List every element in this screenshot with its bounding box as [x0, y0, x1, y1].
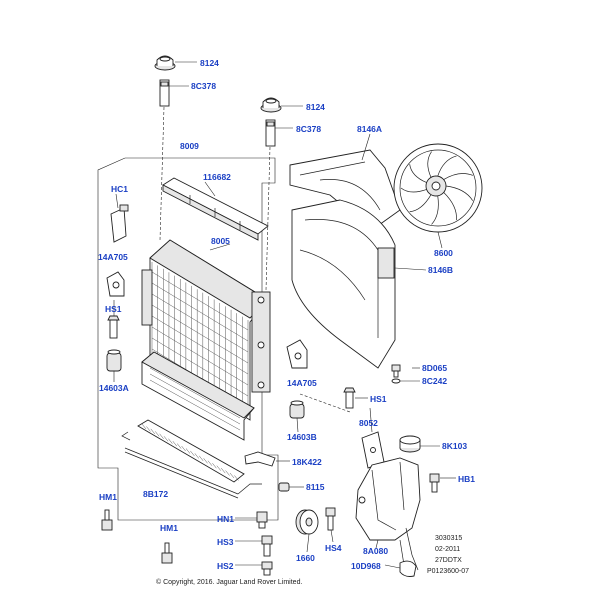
callout-8005: 8005 [211, 236, 230, 246]
callout-8k103: 8K103 [442, 441, 467, 451]
lower-insulator-left [106, 349, 122, 372]
hose-clip [399, 560, 417, 577]
upper-mount-pin-b [265, 119, 276, 147]
bolt-hs1-left [107, 315, 120, 339]
upper-mount-insulator-b [260, 97, 282, 113]
upper-mount-insulator-a [154, 55, 176, 71]
bolt-hs2 [261, 561, 273, 576]
callout-8c242: 8C242 [422, 376, 447, 386]
mount-14a705-left [106, 271, 125, 297]
callout-8c378-a: 8C378 [191, 81, 216, 91]
callout-8146a: 8146A [357, 124, 382, 134]
fan-cowl-lower [291, 199, 396, 369]
callout-hm1-left: HM1 [99, 492, 117, 502]
callout-8a080: 8A080 [363, 546, 388, 556]
lower-cooler [121, 419, 262, 499]
callout-8009: 8009 [180, 141, 199, 151]
intercooler [141, 351, 255, 441]
callout-8600: 8600 [434, 248, 453, 258]
reference-line-3: 27DDTX [435, 557, 462, 564]
mount-14a705-right [286, 339, 308, 369]
callout-14a705-left: 14A705 [98, 252, 128, 262]
bolt-hs3 [261, 535, 273, 557]
callout-1660: 1660 [296, 553, 315, 563]
bolt-hn1 [256, 511, 268, 529]
callout-8115: 8115 [306, 482, 325, 492]
pulley-1660 [295, 509, 319, 535]
copyright-notice: © Copyright, 2016. Jaguar Land Rover Lim… [156, 578, 302, 586]
callout-14603b: 14603B [287, 432, 317, 442]
callout-hm1-center: HM1 [160, 523, 178, 533]
nut-hm1-left [101, 509, 113, 531]
callout-8b172: 8B172 [143, 489, 168, 499]
callout-hs2: HS2 [217, 561, 234, 571]
bracket-18k422 [244, 451, 276, 467]
callout-8146b: 8146B [428, 265, 453, 275]
reference-line-2: 02-2011 [435, 546, 460, 553]
bracket-hc1 [110, 204, 129, 243]
callout-116682: 116682 [203, 172, 231, 182]
upper-mount-pin-a [159, 79, 170, 107]
assembly-outline [97, 157, 279, 521]
callout-18k422: 18K422 [292, 457, 322, 467]
bolt-hs1-right [343, 387, 356, 409]
callout-14603a: 14603A [99, 383, 129, 393]
callout-hc1: HC1 [111, 184, 128, 194]
bolt-hb1 [429, 473, 440, 493]
reservoir-cap [399, 435, 421, 453]
callout-8052: 8052 [359, 418, 378, 428]
reference-line-4: P0123600-07 [427, 568, 469, 575]
bolt-hs4 [325, 507, 336, 531]
nut-hm1-center [161, 542, 173, 564]
callout-hs4: HS4 [325, 543, 342, 553]
callout-8c378-b: 8C378 [296, 124, 321, 134]
callout-hs3: HS3 [217, 537, 234, 547]
sensor-8d065 [391, 364, 401, 378]
clip-8c242 [391, 378, 401, 384]
lower-insulator-right [289, 400, 305, 419]
radiator-fins [151, 262, 249, 416]
callout-hb1: HB1 [458, 474, 475, 484]
callout-8d065: 8D065 [422, 363, 447, 373]
callout-14a705-right: 14A705 [287, 378, 317, 388]
clip-8115 [278, 482, 290, 492]
callout-hs1-right: HS1 [370, 394, 387, 404]
fan-cowl-upper [289, 149, 401, 231]
callout-hs1-left: HS1 [105, 304, 122, 314]
callout-8124-b: 8124 [306, 102, 325, 112]
callout-8124-a: 8124 [200, 58, 219, 68]
callout-10d968: 10D968 [351, 561, 381, 571]
reference-line-1: 3030315 [435, 535, 462, 542]
cooling-fan [393, 143, 483, 233]
callout-hn1: HN1 [217, 514, 234, 524]
upper-air-deflector [162, 177, 269, 241]
